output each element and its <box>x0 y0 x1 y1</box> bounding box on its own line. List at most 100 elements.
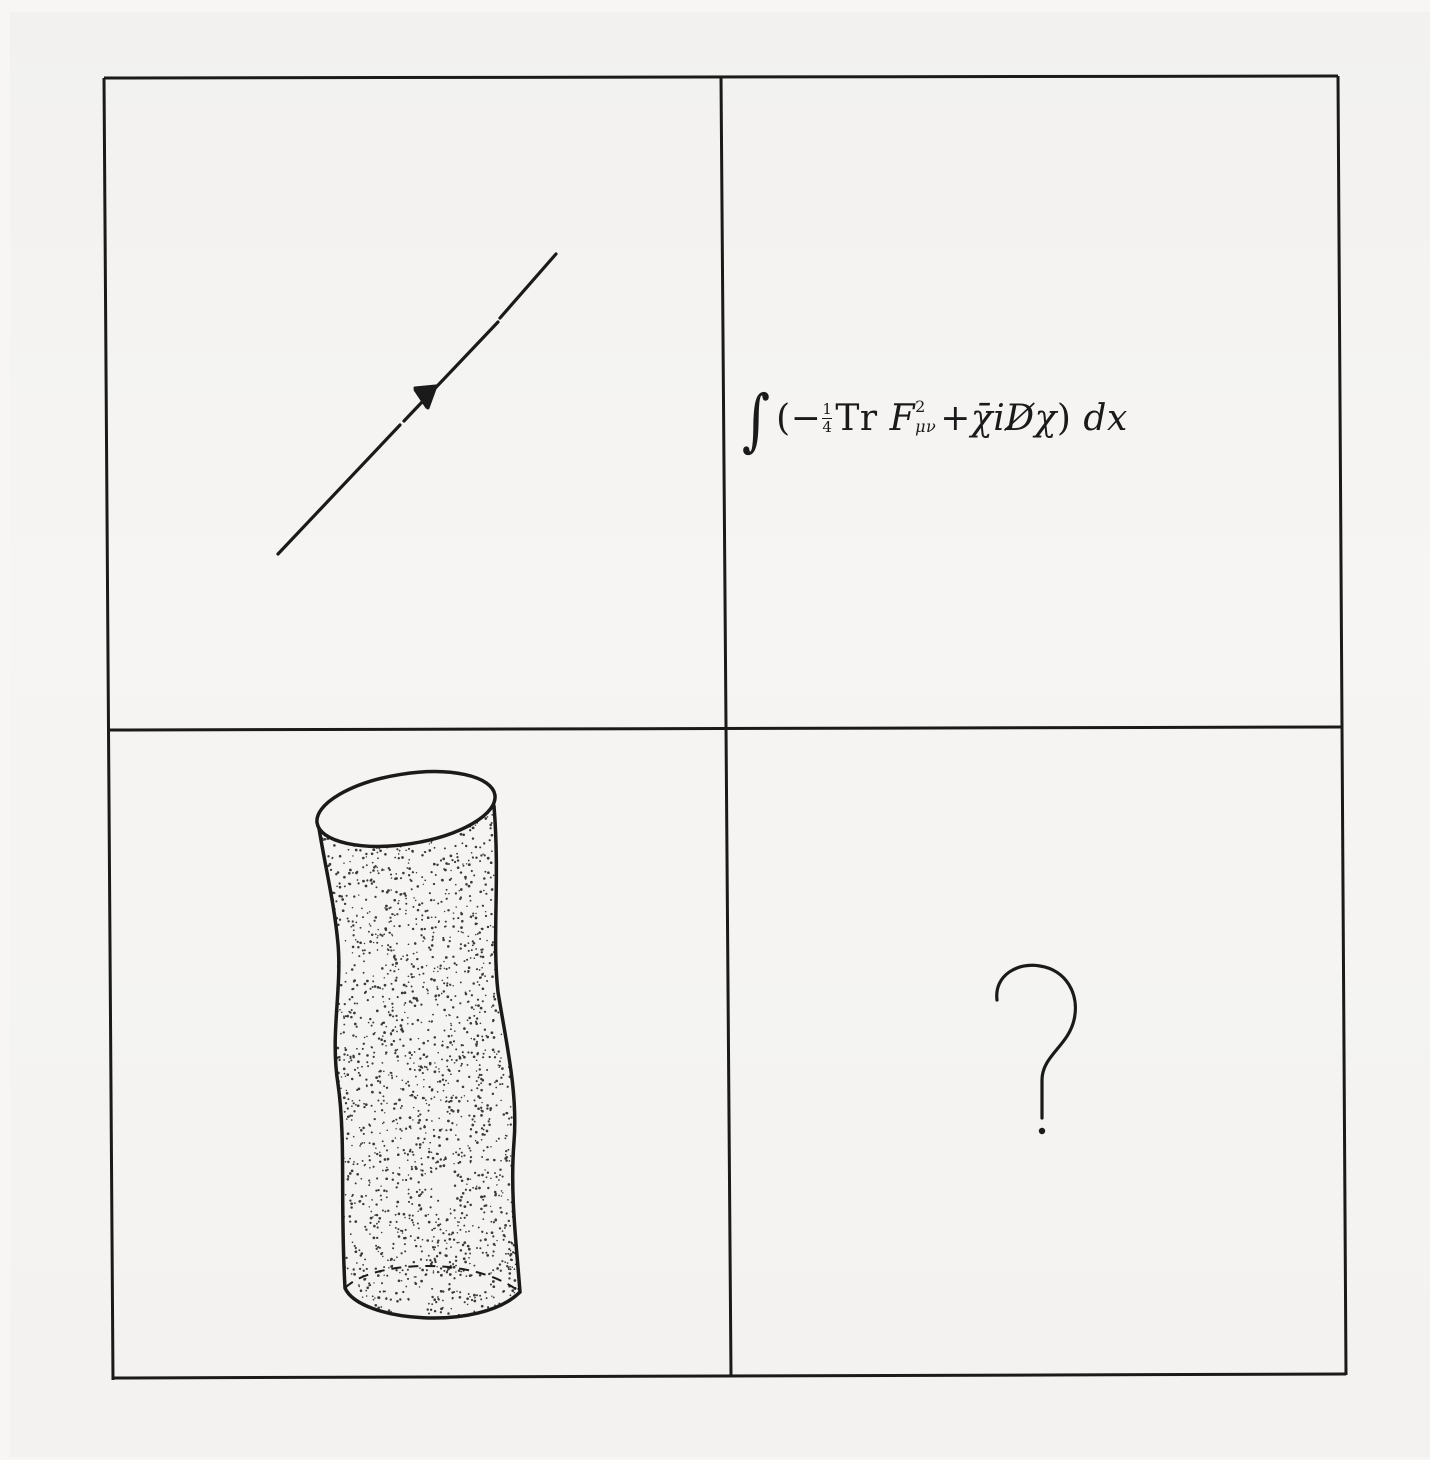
fraction-numerator: 1 <box>822 399 833 418</box>
stipple-dot <box>370 878 373 881</box>
stipple-dot <box>318 945 320 948</box>
stipple-dot <box>415 1143 418 1146</box>
question-mark-icon <box>995 963 1077 1135</box>
stipple-dot <box>320 912 323 916</box>
stipple-dot <box>483 1211 486 1214</box>
arrow-head-fill <box>413 385 437 410</box>
stipple-dot <box>514 1179 517 1182</box>
stipple-dot <box>396 1182 400 1185</box>
stipple-dot <box>404 912 407 915</box>
stipple-dot <box>463 1216 466 1219</box>
stipple-dot <box>501 1192 504 1194</box>
stipple-dot <box>352 934 355 937</box>
stipple-dot <box>488 1123 491 1127</box>
stipple-dot <box>326 1303 329 1307</box>
stipple-dot <box>324 1262 327 1264</box>
stipple-dot <box>326 1135 329 1138</box>
stipple-dot <box>448 966 451 969</box>
stipple-dot <box>386 953 389 955</box>
stipple-dot <box>359 1143 362 1146</box>
stipple-dot <box>345 1256 348 1260</box>
stipple-dot <box>506 1262 509 1264</box>
stipple-dot <box>347 1098 350 1101</box>
stipple-dot <box>398 899 400 902</box>
stipple-dot <box>467 1051 470 1054</box>
stipple-dot <box>369 925 372 927</box>
stipple-dot <box>475 1294 479 1297</box>
stipple-dot <box>470 851 473 854</box>
stipple-dot <box>419 1267 421 1269</box>
stipple-dot <box>479 1247 482 1250</box>
stipple-dot <box>468 1147 471 1150</box>
stipple-dot <box>519 929 520 932</box>
frame-horizontal-divider <box>107 725 1343 732</box>
stipple-dot <box>452 1094 454 1097</box>
stipple-dot <box>488 839 491 842</box>
stipple-dot <box>500 886 503 890</box>
stipple-dot <box>383 1158 387 1161</box>
stipple-dot <box>361 949 364 952</box>
stipple-dot <box>504 969 508 973</box>
stipple-dot <box>435 1254 439 1258</box>
stipple-dot <box>342 1067 346 1071</box>
stipple-dot <box>420 1169 422 1171</box>
stipple-dot <box>521 881 523 883</box>
stipple-dot <box>422 1041 426 1045</box>
stipple-dot <box>519 901 520 905</box>
stipple-dot <box>522 1111 525 1114</box>
stipple-dot <box>383 1144 386 1147</box>
stipple-dot <box>507 1183 511 1186</box>
stipple-dot <box>460 1155 463 1158</box>
stipple-dot <box>480 1073 483 1076</box>
stipple-dot <box>387 889 390 892</box>
stipple-dot <box>490 1220 493 1223</box>
stipple-dot <box>325 1086 328 1089</box>
stipple-dot <box>424 1188 427 1191</box>
stipple-dot <box>476 1141 479 1144</box>
stipple-dot <box>498 1060 501 1063</box>
stipple-dot <box>453 1184 457 1187</box>
stipple-dot <box>379 1315 382 1317</box>
stipple-dot <box>345 972 348 974</box>
stipple-dot <box>506 904 510 908</box>
stipple-dot <box>357 1071 360 1074</box>
stipple-dot <box>512 999 516 1002</box>
stipple-dot <box>508 802 511 806</box>
stipple-dot <box>365 1228 368 1231</box>
stipple-dot <box>442 1290 445 1293</box>
stipple-dot <box>475 968 479 971</box>
stipple-dot <box>407 1200 411 1203</box>
stipple-dot <box>442 1299 444 1302</box>
stipple-dot <box>431 1229 434 1231</box>
stipple-dot <box>318 1276 321 1280</box>
stipple-dot <box>369 1166 371 1169</box>
stipple-dot <box>430 1188 433 1191</box>
stipple-dot <box>418 1065 420 1067</box>
stipple-dot <box>443 925 446 928</box>
stipple-dot <box>417 1115 420 1118</box>
stipple-dot <box>336 871 340 874</box>
stipple-dot <box>461 1243 465 1247</box>
stipple-dot <box>329 868 333 872</box>
stipple-dot <box>377 928 379 931</box>
stipple-dot <box>408 1214 411 1217</box>
stipple-dot <box>329 926 332 929</box>
stipple-dot <box>510 1258 513 1262</box>
stipple-dot <box>318 1039 321 1042</box>
stipple-dot <box>468 1189 472 1192</box>
stipple-dot <box>483 877 486 880</box>
stipple-dot <box>403 1323 405 1325</box>
stipple-dot <box>369 940 372 943</box>
stipple-dot <box>353 1022 357 1026</box>
stipple-dot <box>404 1250 407 1253</box>
stipple-dot <box>419 1113 422 1116</box>
stipple-dot <box>493 997 497 1001</box>
stipple-dot <box>507 970 511 973</box>
stipple-dot <box>472 1055 476 1059</box>
stipple-dot <box>363 1102 366 1105</box>
stipple-dot <box>415 1190 419 1194</box>
stipple-dot <box>343 1110 346 1113</box>
stipple-dot <box>407 1022 409 1025</box>
stipple-dot <box>512 799 515 803</box>
stipple-dot <box>367 930 370 933</box>
